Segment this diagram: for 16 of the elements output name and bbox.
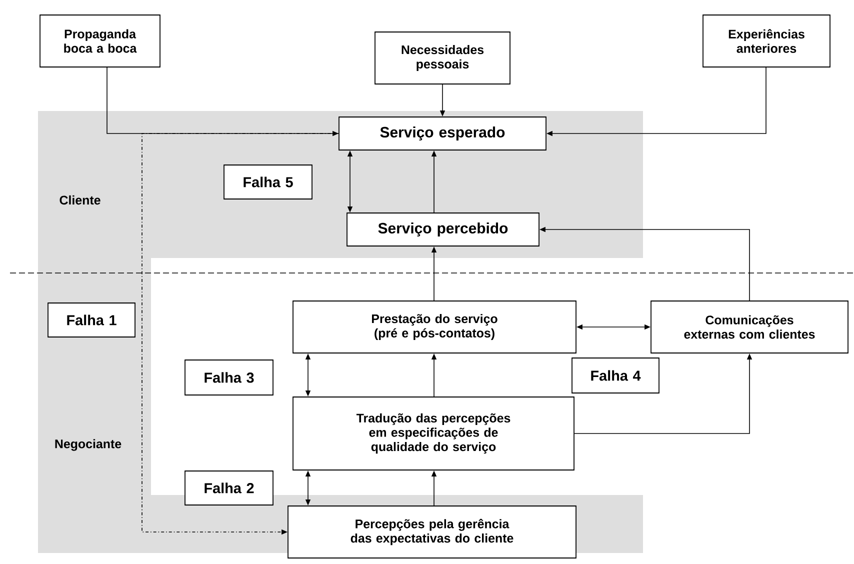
gap-box: Falha 1 [48,302,136,338]
process-box: Percepções pela gerência das expectativas do cliente [288,506,576,558]
gap-box: Falha 2 [184,470,274,506]
source-box: Propaganda boca a boca [40,14,160,68]
source-box: Necessidades pessoais [374,32,510,84]
process-box: Comunicações externas com clientes [650,300,848,354]
process-box: Prestação do serviço (pré e pós-contatos) [292,300,576,354]
process-box: Serviço esperado [338,116,546,150]
process-box: Tradução das percepções em especificações de qualidade do serviço [292,396,574,470]
region-label: Negociante [55,439,122,451]
region-label: Cliente [60,195,100,205]
process-box: Serviço percebido [346,212,540,246]
gap-box: Falha 3 [184,360,274,396]
gap-box: Falha 4 [572,358,660,394]
source-box: Experiências anteriores [702,14,830,68]
gap-box: Falha 5 [224,164,312,200]
